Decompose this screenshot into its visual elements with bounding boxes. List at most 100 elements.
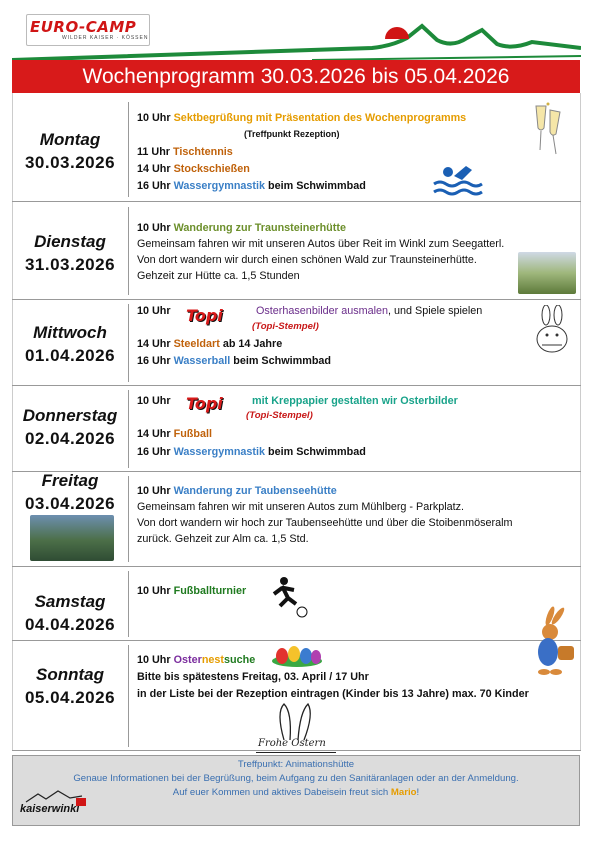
topi-stamp-note: (Topi-Stempel): [246, 410, 313, 421]
event-note: (Topi-Stempel): [252, 319, 319, 335]
event-line: 10 Uhr Sektbegrüßung mit Präsentation de…: [137, 110, 466, 126]
column-divider: [128, 476, 129, 562]
event-time: 16 Uhr: [137, 446, 171, 458]
swimmer-icon: [433, 166, 483, 196]
topi-logo: Topi: [186, 394, 223, 413]
row-divider: [12, 750, 581, 751]
event-time: 10 Uhr: [137, 305, 171, 317]
event-title: Fußball: [173, 428, 212, 440]
event-line: 16 Uhr Wassergymnastik beim Schwimmbad: [137, 178, 366, 194]
signature-line: [256, 752, 336, 753]
day-saturday: Samstag 04.04.2026: [12, 590, 128, 636]
day-monday: Montag 30.03.2026: [12, 128, 128, 174]
footer-name: Mario: [390, 787, 417, 798]
event-line: 16 Uhr Wassergymnastik beim Schwimmbad: [137, 444, 366, 460]
row-divider: [12, 299, 581, 300]
row-divider: [12, 640, 581, 641]
day-date: 31.03.2026: [24, 255, 116, 274]
day-wednesday: Mittwoch 01.04.2026: [12, 321, 128, 367]
day-name: Samstag: [34, 592, 106, 611]
brand-logo: kaiserwinkl: [20, 803, 80, 815]
sun-icon: [385, 27, 409, 39]
event-title: nest: [201, 654, 225, 666]
day-name: Freitag: [41, 471, 99, 490]
event-line: 14 Uhr Fußball: [137, 426, 212, 442]
event-note: (Topi-Stempel): [246, 408, 313, 424]
event-line: 10 Uhr Osternestsuche: [137, 652, 255, 668]
day-name: Sonntag: [36, 665, 104, 684]
event-line: 10 Uhr Wanderung zur Taubenseehütte: [137, 483, 337, 499]
topi-logo: Topi: [186, 306, 223, 325]
event-time: 16 Uhr: [137, 355, 171, 367]
event-detail: beim Schwimmbad: [268, 180, 366, 192]
frohe-ostern-text: Frohe Ostern: [258, 738, 326, 749]
event-note: (Treffpunkt Rezeption): [244, 129, 340, 139]
day-tuesday: Dienstag 31.03.2026: [12, 230, 128, 276]
day-friday: Freitag 03.04.2026: [12, 469, 128, 515]
day-name: Donnerstag: [22, 406, 118, 425]
event-title: Stockschießen: [173, 163, 250, 175]
event-time: 14 Uhr: [137, 163, 171, 175]
footer-exclaim: !: [416, 787, 420, 798]
event-detail: beim Schwimmbad: [233, 355, 332, 367]
event-line: mit Kreppapier gestalten wir Osterbilder: [252, 393, 458, 409]
day-name: Dienstag: [34, 232, 106, 251]
event-time: 11 Uhr: [137, 146, 171, 158]
event-time: 14 Uhr: [137, 338, 171, 350]
footer-line: Treffpunkt: Animationshütte: [237, 759, 355, 770]
footer-line: Auf euer Kommen und aktives Dabeisein fr…: [13, 786, 579, 800]
mountain-logo-icon: [25, 790, 83, 803]
event-text: zurück. Gehzeit zur Alm ca. 1,5 Std.: [137, 533, 309, 545]
column-divider: [128, 207, 129, 295]
topi-stamp-note: (Topi-Stempel): [252, 321, 319, 332]
event-title: suche: [224, 654, 256, 666]
event-time: 14 Uhr: [137, 428, 171, 440]
event-line: 14 Uhr Steeldart ab 14 Jahre: [137, 336, 282, 352]
event-line: 14 Uhr Stockschießen: [137, 161, 250, 177]
day-thursday: Donnerstag 02.04.2026: [12, 404, 128, 450]
event-line: 10 Uhr: [137, 393, 171, 409]
event-title: Oster: [173, 654, 202, 666]
row-divider: [12, 201, 581, 202]
event-line: 11 Uhr Tischtennis: [137, 144, 233, 160]
event-detail: beim Schwimmbad: [268, 446, 366, 458]
column-divider: [128, 390, 129, 468]
footer-line: Genaue Informationen bei der Begrüßung, …: [73, 773, 519, 784]
day-date: 05.04.2026: [24, 688, 116, 707]
day-name: Mittwoch: [33, 323, 107, 342]
event-time: 10 Uhr: [137, 112, 171, 124]
mountain-wave-icon: [12, 23, 581, 62]
row-divider: [12, 385, 581, 386]
event-text: Gehzeit zur Hütte ca. 1,5 Stunden: [137, 270, 300, 282]
footer-info: Treffpunkt: Animationshütte Genaue Infor…: [12, 755, 580, 826]
footer-text: Auf euer Kommen und aktives Dabeisein fr…: [172, 787, 389, 798]
event-time: 10 Uhr: [137, 485, 171, 497]
logo-subtitle: WILDER KAISER · KÖSSEN: [62, 35, 149, 41]
event-line: 10 Uhr Fußballturnier: [137, 583, 246, 599]
event-time: 10 Uhr: [137, 395, 171, 407]
event-title: Wanderung zur Traunsteinerhütte: [173, 222, 346, 234]
event-text: Bitte bis spätestens Freitag, 03. April …: [137, 671, 369, 683]
event-text: in der Liste bei der Rezeption eintragen…: [137, 688, 529, 700]
bunny-egg-icon: [536, 305, 568, 353]
column-divider: [128, 571, 129, 637]
column-divider: [128, 102, 129, 197]
hut-photo: [518, 252, 576, 294]
logo-frame: [26, 14, 150, 46]
day-date: 03.04.2026: [24, 494, 116, 513]
row-divider: [12, 566, 581, 567]
event-title: Wassergymnastik: [173, 446, 266, 458]
column-divider: [128, 304, 129, 382]
event-text: Von dort wandern wir durch einen schönen…: [137, 254, 477, 266]
brand-tag: [76, 798, 86, 806]
event-title: Fußballturnier: [173, 585, 247, 597]
easter-bunny-icon: [538, 606, 574, 675]
event-line: 10 Uhr: [137, 303, 171, 319]
event-time: 10 Uhr: [137, 654, 171, 666]
day-date: 02.04.2026: [24, 429, 116, 448]
event-text: Von dort wandern wir hoch zur Taubenseeh…: [137, 517, 513, 529]
header: EURO-CAMP WILDER KAISER · KÖSSEN: [0, 0, 595, 62]
event-detail: , und Spiele spielen: [388, 305, 483, 317]
event-line: 10 Uhr Wanderung zur Traunsteinerhütte: [137, 220, 346, 236]
event-text: Gemeinsam fahren wir mit unseren Autos ü…: [137, 238, 505, 250]
